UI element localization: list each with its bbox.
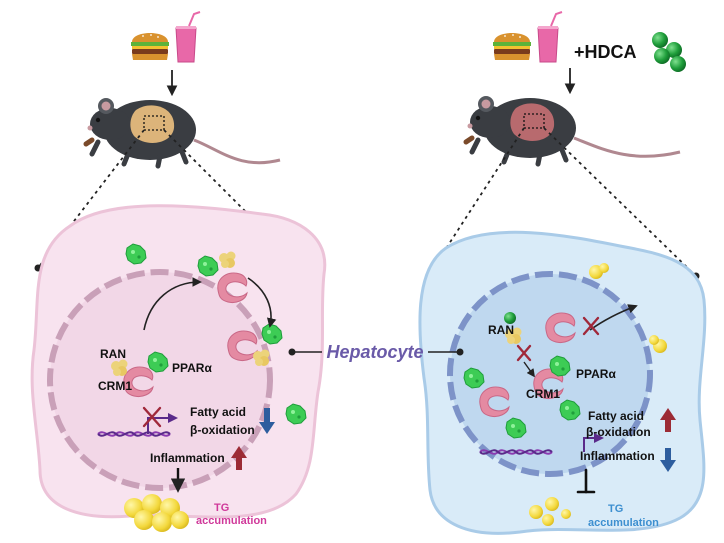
fatty-liver-icon <box>130 105 175 143</box>
crm1-label: CRM1 <box>526 387 560 401</box>
ran-protein-icon <box>253 349 270 366</box>
ran-label: RAN <box>100 347 126 361</box>
down-arrow-icon <box>660 448 676 472</box>
left-mouse <box>86 98 281 166</box>
callout-dot <box>456 348 464 356</box>
tg-droplets-icon <box>529 497 571 526</box>
inflammation-label: Inflammation <box>580 449 655 463</box>
tg-droplets-icon <box>124 494 189 532</box>
binding-arrow <box>523 361 535 378</box>
tg-droplet-icon <box>589 263 609 279</box>
mouse-tail <box>573 136 681 158</box>
ppara-label: PPARα <box>172 361 212 375</box>
burger-icon <box>493 33 531 60</box>
hdca-molecule-icon <box>652 32 686 72</box>
ran-protein-icon <box>111 359 128 376</box>
mouse-tail <box>193 138 281 165</box>
healthy-liver-icon <box>510 103 555 141</box>
transcription-arrow <box>583 433 604 452</box>
hdca-molecule-icon <box>504 312 516 324</box>
beta-oxidation-label: β-oxidation <box>190 423 255 437</box>
drink-icon <box>537 11 563 63</box>
tg-label: TG <box>214 502 229 514</box>
hdca-label: +HDCA <box>574 42 637 62</box>
blocked-cross-icon <box>516 344 532 362</box>
ppara-label: PPARα <box>576 367 616 381</box>
tg-label: TG <box>608 503 623 515</box>
accumulation-label: accumulation <box>588 517 659 529</box>
inhibition-icon <box>576 468 596 494</box>
fatty-acid-label: Fatty acid <box>588 409 644 423</box>
drink-icon <box>175 11 201 63</box>
beta-oxidation-label: β-oxidation <box>586 425 651 439</box>
down-arrow-icon <box>259 408 275 434</box>
crm1-label: CRM1 <box>98 379 132 393</box>
hepatocyte-label: Hepatocyte <box>326 342 423 362</box>
ran-protein-icon <box>219 251 236 268</box>
accumulation-label: accumulation <box>196 515 267 527</box>
right-diet-group: +HDCA <box>493 11 686 95</box>
up-arrow-icon <box>660 408 676 432</box>
up-arrow-icon <box>231 446 247 470</box>
callout-dot <box>288 348 296 356</box>
tg-droplet-icon <box>649 335 667 353</box>
fatty-acid-label: Fatty acid <box>190 405 246 419</box>
dna-icon <box>97 431 171 437</box>
left-hepatocyte: RAN PPARα CRM1 Fatty acid β-oxidation In… <box>30 204 327 532</box>
inflammation-label: Inflammation <box>150 451 225 465</box>
blocked-cross-icon <box>582 316 600 336</box>
burger-icon <box>131 33 169 60</box>
dissociation-arrow <box>247 277 277 328</box>
zoom-lines <box>37 127 697 283</box>
right-hepatocyte: RAN PPARα CRM1 Fatty acid β-oxidation In… <box>418 230 707 535</box>
transcription-arrow <box>147 413 178 434</box>
ran-label: RAN <box>488 323 514 337</box>
liver-zoom-box <box>523 113 545 129</box>
dna-icon <box>479 449 553 455</box>
left-diet-group <box>131 11 201 97</box>
hepatocyte-callout: Hepatocyte <box>288 342 464 362</box>
right-mouse <box>466 96 681 164</box>
blocked-cross-icon <box>142 406 162 428</box>
nuclear-export-arrow <box>143 277 202 331</box>
liver-zoom-box <box>143 115 165 131</box>
